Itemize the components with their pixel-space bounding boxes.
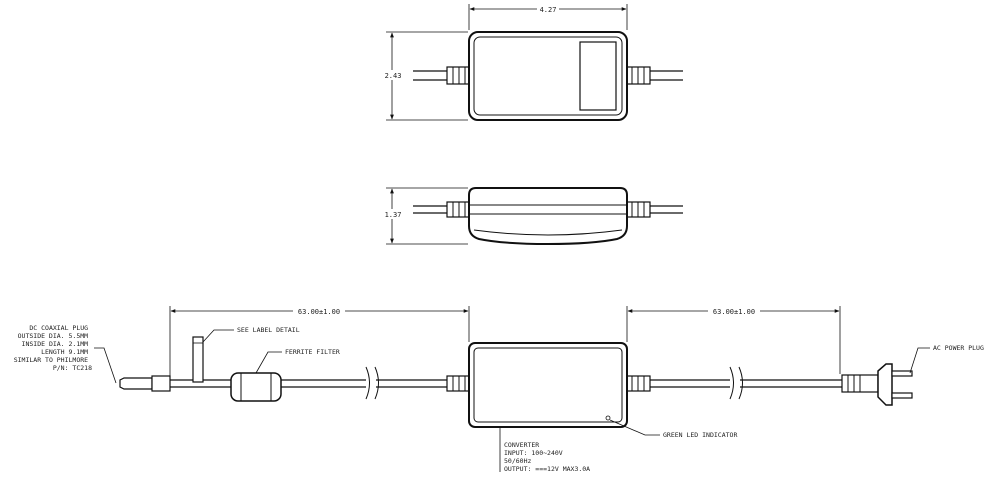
side-view-strain-relief-left [446, 201, 472, 218]
top-view-strain-relief-left [446, 66, 472, 85]
width-dimension: 4.27 [540, 6, 557, 14]
ferrite-leader [255, 351, 282, 374]
top-view-body [468, 31, 628, 121]
top-view: 4.27 2.43 [381, 4, 683, 121]
left-cord-dimension: 63.00±1.00 [298, 308, 340, 316]
ac-plug-callout: AC POWER PLUG [933, 344, 984, 352]
label-leader [202, 329, 234, 343]
cord-label-tag [192, 336, 204, 383]
side-view-body [468, 187, 628, 246]
dc-plug-leader [94, 347, 117, 384]
ferrite-callout: FERRITE FILTER [285, 348, 340, 356]
dc-plug-spec: DC COAXIAL PLUG OUTSIDE DIA. 5.5MM INSID… [14, 324, 92, 372]
converter-strain-relief-right [625, 375, 651, 392]
converter-spec: CONVERTER INPUT: 100~240V 50/60Hz OUTPUT… [504, 441, 590, 473]
led-leader [609, 419, 660, 436]
side-view: 1.37 [381, 187, 683, 246]
side-height-dimension: 1.37 [385, 211, 402, 219]
top-view-strain-relief-right [625, 66, 651, 85]
height-dimension: 2.43 [385, 72, 402, 80]
right-cord-dimension: 63.00±1.00 [713, 308, 755, 316]
size-label-callout: SEE LABEL DETAIL [237, 326, 300, 334]
converter-body [468, 342, 628, 428]
led-callout: GREEN LED INDICATOR [663, 431, 737, 439]
ac-plug-leader [909, 347, 930, 374]
green-led [605, 415, 611, 421]
ferrite-filter-body [230, 372, 282, 402]
converter-strain-relief-left [446, 375, 472, 392]
dc-plug [119, 375, 171, 392]
assembly-view: 63.00±1.00 63.00±1.00 DC COAXIAL PLUG OU… [14, 306, 984, 473]
ac-plug [841, 363, 913, 406]
side-view-strain-relief-right [625, 201, 651, 218]
label-area [579, 41, 617, 111]
